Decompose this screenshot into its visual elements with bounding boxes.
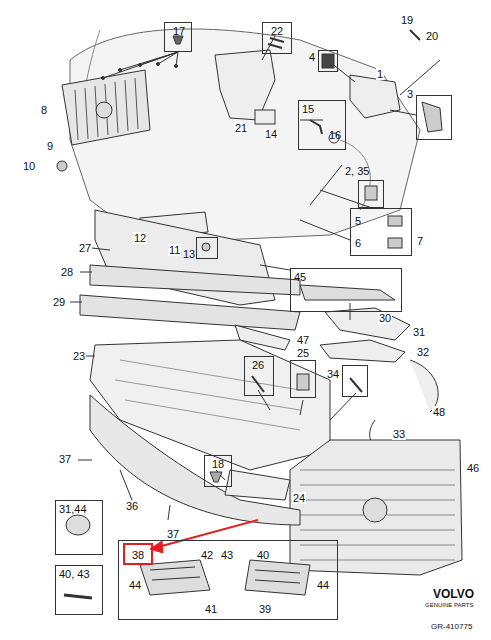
callout-box: 18 — [204, 455, 232, 487]
callout-box: 25 — [290, 360, 316, 398]
callout-box: 3 — [416, 95, 452, 140]
callout-number: 20 — [425, 30, 439, 42]
callout-box: 38 — [123, 543, 153, 565]
callout-number: 6 — [355, 237, 361, 249]
brand-text: GR-410775 — [430, 622, 473, 631]
callout-number: 23 — [72, 350, 86, 362]
callout-number: 40, 43 — [59, 568, 90, 580]
callout-number: 37 — [166, 528, 180, 540]
callout-number: 12 — [133, 232, 147, 244]
callout-number: 37 — [58, 453, 72, 465]
callout-number: 34 — [327, 368, 339, 380]
callout-number: 26 — [252, 359, 264, 371]
callout-number: 47 — [296, 334, 310, 346]
callout-number: 14 — [264, 128, 278, 140]
callout-number: 10 — [22, 160, 36, 172]
callout-number: 5 — [355, 215, 361, 227]
callout-box: 2, 35 — [358, 180, 384, 208]
callout-box: 26 — [244, 356, 274, 396]
callout-number: 42 — [201, 549, 213, 561]
callout-number: 15 — [302, 103, 314, 115]
callout-number: 1 — [376, 68, 384, 80]
callout-number: 30 — [378, 312, 392, 324]
callout-number: 22 — [271, 25, 283, 37]
callout-box: 4 — [318, 50, 338, 72]
callout-number: 29 — [52, 296, 66, 308]
brand-text: VOLVO — [432, 588, 475, 600]
callout-number: 2, 35 — [345, 165, 369, 177]
callout-box: 40, 43 — [55, 565, 103, 615]
callout-number: 46 — [466, 462, 480, 474]
callout-number: 21 — [234, 122, 248, 134]
callout-number: 18 — [212, 458, 224, 470]
callout-box: 17 — [164, 22, 192, 52]
callout-number: 43 — [221, 549, 233, 561]
callout-number: 25 — [297, 347, 309, 359]
callout-number: 4 — [309, 51, 315, 63]
callout-number: 44 — [129, 579, 141, 591]
callout-number: 31 — [412, 326, 426, 338]
callout-number: 24 — [292, 492, 306, 504]
callout-number: 39 — [259, 603, 271, 615]
callout-number: 3 — [407, 88, 413, 100]
callout-box: 31,44 — [55, 500, 103, 555]
callout-box: 34 — [342, 365, 368, 397]
callout-number: 7 — [417, 235, 423, 247]
callout-box: 22 — [262, 22, 292, 54]
callout-number: 38 — [132, 549, 144, 561]
callout-number: 48 — [432, 406, 446, 418]
brand-text: GENUINE PARTS — [424, 602, 474, 609]
callout-number: 9 — [46, 140, 54, 152]
callout-number: 19 — [400, 14, 414, 26]
callout-box: 45 — [290, 268, 402, 312]
callout-number: 36 — [125, 500, 139, 512]
callout-number: 13 — [183, 248, 195, 260]
callout-number: 27 — [78, 242, 92, 254]
callout-box: 1516 — [298, 100, 346, 150]
callout-number: 41 — [205, 603, 217, 615]
callout-number: 31,44 — [59, 503, 87, 515]
callout-number: 40 — [257, 549, 269, 561]
callout-number: 45 — [294, 271, 306, 283]
callout-number: 16 — [329, 129, 341, 141]
callout-number: 28 — [60, 266, 74, 278]
callout-box: 42 43 44 41 40 44 39 38 — [118, 540, 338, 620]
callout-number: 44 — [317, 579, 329, 591]
callout-number: 8 — [40, 104, 48, 116]
callout-box: 567 — [350, 208, 412, 256]
callout-number: 32 — [416, 346, 430, 358]
callout-number: 11 — [168, 244, 181, 256]
callout-number: 33 — [392, 428, 406, 440]
callout-number: 17 — [173, 25, 185, 37]
callout-box: 13 — [196, 237, 218, 259]
